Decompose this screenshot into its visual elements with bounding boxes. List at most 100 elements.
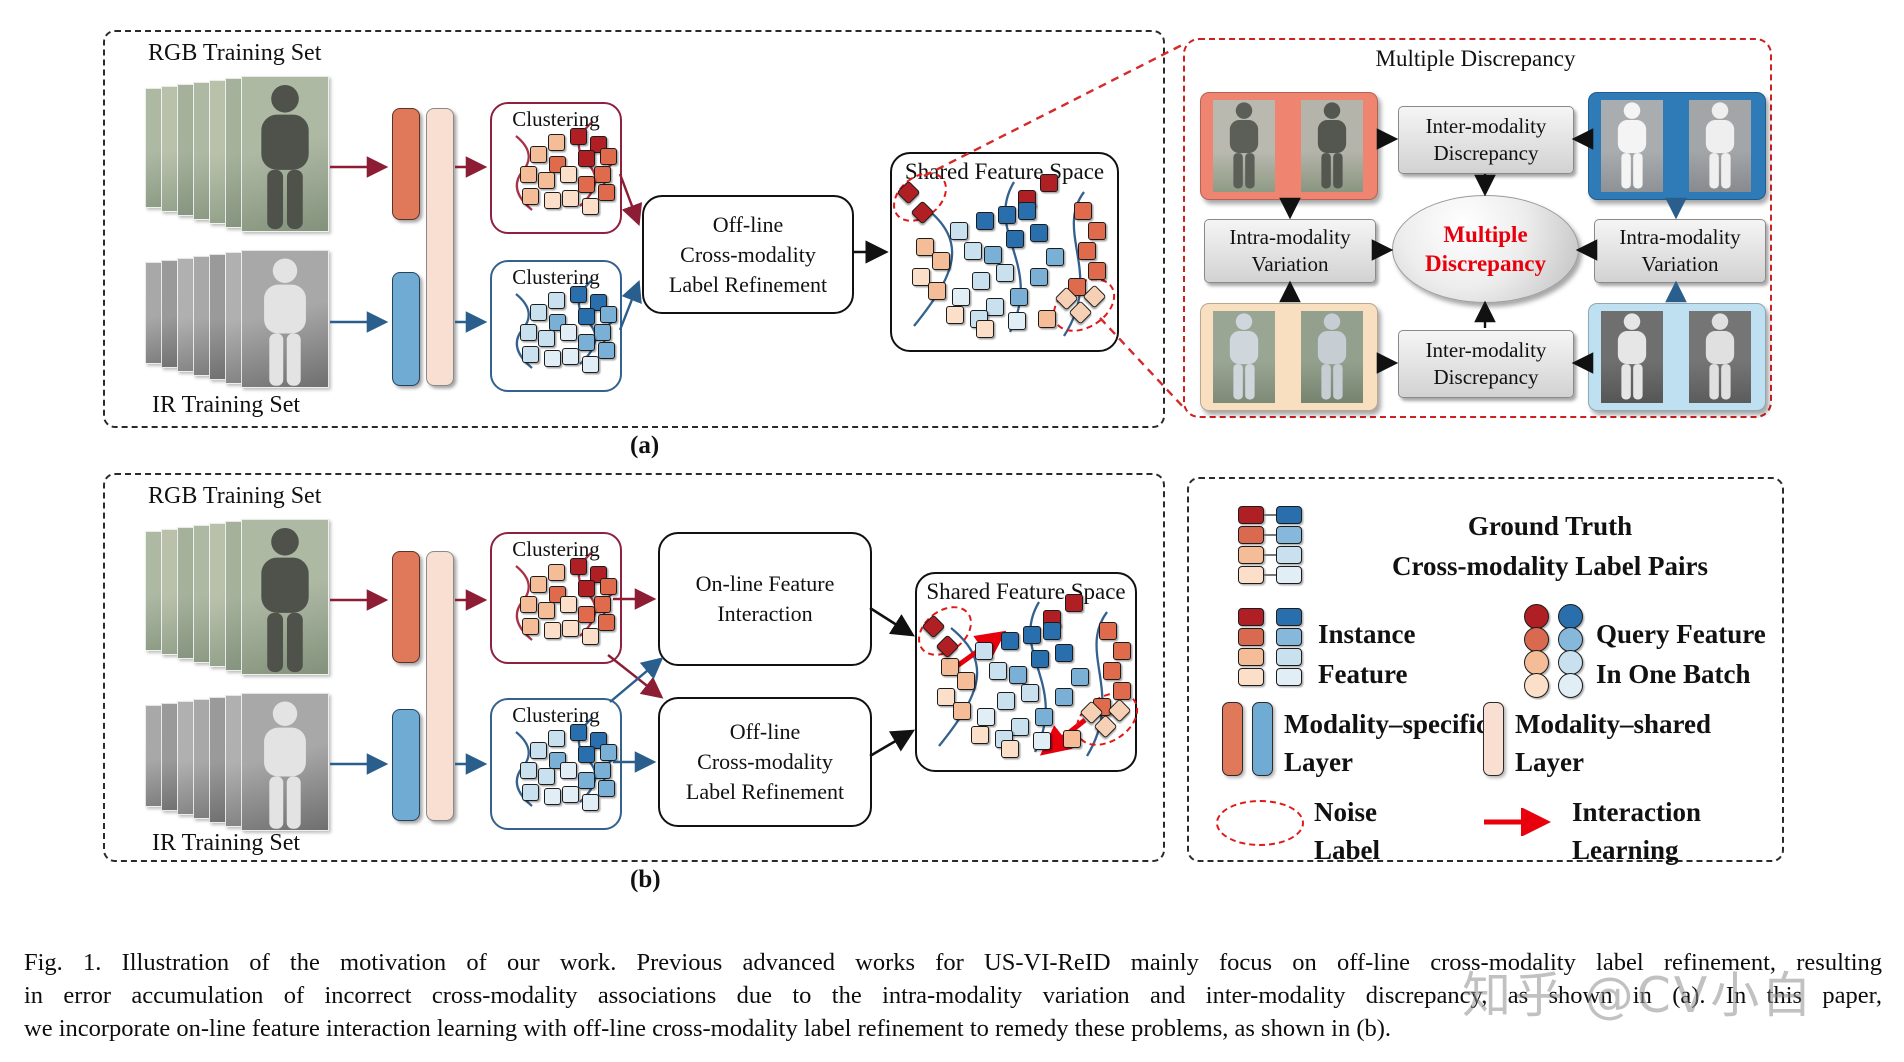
- online-interaction-box-b: On-line Feature Interaction: [658, 532, 872, 666]
- caption-line-1: Fig. 1. Illustration of the motivation o…: [24, 949, 1882, 976]
- legend-interaction-line2: Learning: [1572, 835, 1679, 865]
- feature-square: [582, 628, 599, 645]
- rgb-query-circle: [1524, 604, 1549, 629]
- ir-person-pair-photo-2: [1588, 303, 1766, 411]
- feature-square: [538, 768, 555, 785]
- feature-square: [578, 606, 595, 623]
- feature-square: [912, 268, 930, 286]
- feature-square: [582, 198, 599, 215]
- modality-shared-layer-a: [426, 108, 454, 386]
- clustering-title: Clustering: [512, 107, 600, 131]
- ir-feature-square: [1276, 608, 1302, 626]
- rgb-image-stack-a: [145, 76, 350, 246]
- feature-square: [997, 692, 1015, 710]
- feature-square: [1043, 622, 1061, 640]
- person-photo: [1601, 100, 1663, 192]
- feature-square: [598, 342, 615, 359]
- person-photo: [1601, 311, 1663, 403]
- feature-square: [964, 242, 982, 260]
- clustering-box-ir-b: Clustering: [490, 698, 622, 830]
- feature-square: [1088, 222, 1106, 240]
- intra-modality-variation-right: Intra-modality Variation: [1594, 219, 1766, 283]
- legend-modality-specific-line2: Layer: [1284, 747, 1353, 777]
- feature-square: [976, 212, 994, 230]
- noise-feature-square: [1107, 698, 1132, 723]
- ir-feature-square: [1276, 628, 1302, 646]
- ir-photo-card: [241, 250, 329, 388]
- legend-query-line1: Query Feature: [1596, 619, 1766, 649]
- feature-square: [1011, 718, 1029, 736]
- shared-feature-space-a: Shared Feature Space: [883, 152, 1126, 352]
- feature-square: [1035, 708, 1053, 726]
- rgb-feature-square: [1238, 566, 1264, 584]
- feature-square: [952, 288, 970, 306]
- feature-square: [941, 658, 959, 676]
- ir-feature-square: [1276, 506, 1302, 524]
- feature-square: [1113, 642, 1131, 660]
- rgb-image-stack-b: [145, 519, 350, 689]
- feature-square: [560, 166, 577, 183]
- noise-feature-square: [1082, 284, 1107, 309]
- rgb-photo-card: [241, 76, 329, 232]
- feature-square: [522, 784, 539, 801]
- feature-square: [560, 596, 577, 613]
- pair-connector-line: [1264, 534, 1276, 536]
- person-photo: [1689, 100, 1751, 192]
- feature-square: [544, 350, 561, 367]
- rgb-query-circle: [1524, 627, 1549, 652]
- feature-square: [998, 206, 1016, 224]
- legend-modality-shared-line2: Layer: [1515, 747, 1584, 777]
- feature-square: [600, 148, 617, 165]
- feature-square: [976, 320, 994, 338]
- rgb-training-set-label-a: RGB Training Set: [148, 40, 322, 66]
- feature-square: [1088, 262, 1106, 280]
- clustering-title: Clustering: [512, 265, 600, 289]
- feature-square: [544, 622, 561, 639]
- panel-a: [103, 30, 1165, 428]
- feature-square: [578, 334, 595, 351]
- clustering-box-rgb-b: Clustering: [490, 532, 622, 664]
- feature-square: [530, 304, 547, 321]
- offline-refinement-box-b: Off-line Cross-modality Label Refinement: [658, 697, 872, 827]
- feature-square: [548, 292, 565, 309]
- feature-square: [520, 596, 537, 613]
- feature-square: [1001, 632, 1019, 650]
- feature-square: [1103, 662, 1121, 680]
- ground-truth-pairs-icon: [1238, 506, 1302, 602]
- feature-square: [1001, 740, 1019, 758]
- feature-square: [1023, 626, 1041, 644]
- noise-feature-square: [896, 180, 921, 205]
- feature-square: [600, 744, 617, 761]
- ir-query-circle: [1558, 604, 1583, 629]
- rgb-feature-square: [1238, 526, 1264, 544]
- feature-square: [562, 620, 579, 637]
- feature-square: [1113, 682, 1131, 700]
- multiple-discrepancy-panel: [1183, 38, 1772, 418]
- ir-image-stack-a: [145, 250, 350, 390]
- pair-connector-line: [1264, 514, 1276, 516]
- feature-square: [989, 662, 1007, 680]
- modality-shared-layer-b: [426, 551, 454, 821]
- shared-feature-space-b: Shared Feature Space: [908, 572, 1149, 772]
- rgb-person-pair-photo-2: [1200, 303, 1378, 411]
- feature-square: [520, 762, 537, 779]
- feature-square: [594, 596, 611, 613]
- feature-square: [560, 762, 577, 779]
- noise-feature-square: [921, 614, 946, 639]
- rgb-feature-square: [1238, 668, 1264, 686]
- ir-feature-square: [1276, 526, 1302, 544]
- feature-square: [1078, 242, 1096, 260]
- clustering-title: Clustering: [512, 703, 600, 727]
- noise-feature-square: [910, 200, 935, 225]
- modality-specific-rgb-bar-icon: [1222, 702, 1243, 776]
- feature-square: [578, 772, 595, 789]
- feature-square: [538, 172, 555, 189]
- feature-square: [520, 324, 537, 341]
- pair-connector-line: [1264, 554, 1276, 556]
- feature-square: [996, 264, 1014, 282]
- feature-square: [578, 308, 595, 325]
- noise-label-ellipse-icon: [1216, 800, 1304, 846]
- feature-square: [1018, 202, 1036, 220]
- ir-feature-square: [1276, 648, 1302, 666]
